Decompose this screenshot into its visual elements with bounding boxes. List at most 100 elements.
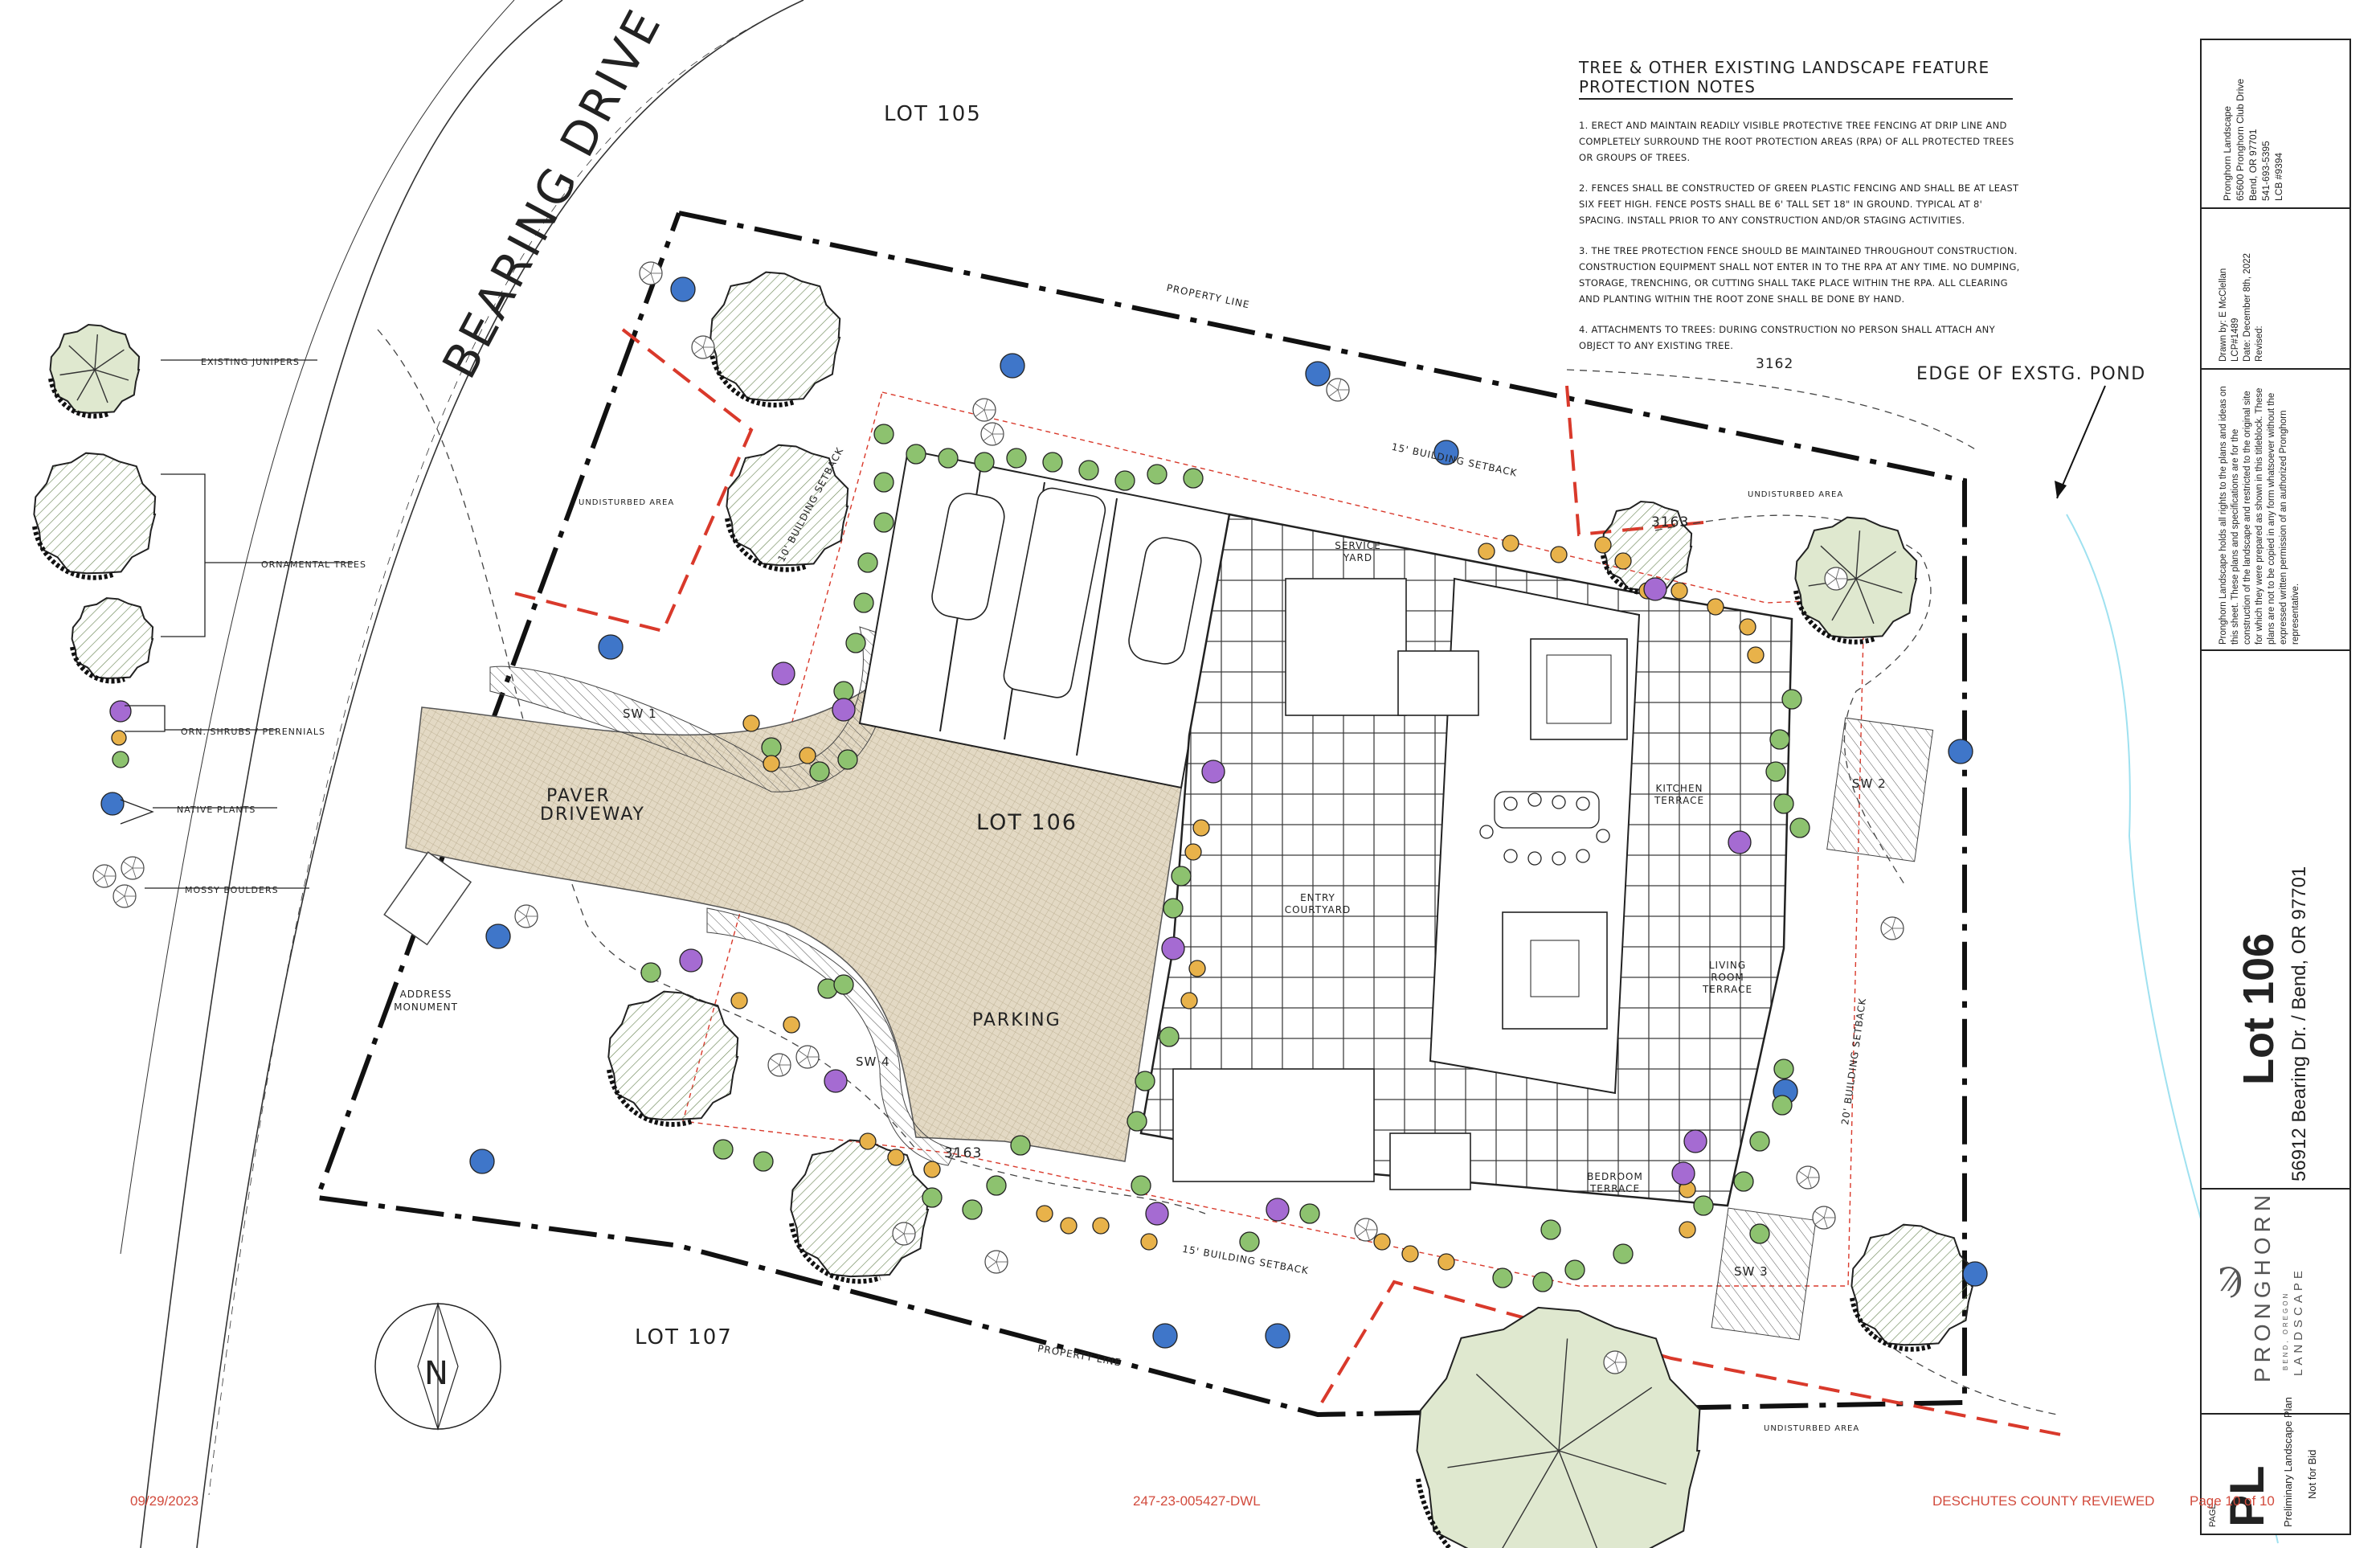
ornamental-shrub (1145, 1202, 1169, 1226)
mossy-boulder (691, 335, 715, 359)
tb-lcb: LCB #9394 (2273, 152, 2284, 201)
mossy-boulder (1880, 916, 1904, 940)
tb-date: Date: December 8th, 2022 (2243, 253, 2252, 362)
native-plant (1265, 1323, 1290, 1349)
mossy-boulder (92, 864, 117, 888)
shrub (845, 633, 866, 653)
perennial (1502, 534, 1519, 552)
kitchen-terrace-label-2: TERRACE (1654, 795, 1704, 806)
tb-logo-sub: BEND, OREGON (2282, 1291, 2289, 1370)
perennial (1192, 819, 1210, 837)
juniper-tree (48, 323, 141, 419)
mossy-boulder (514, 904, 538, 928)
mossy-boulder (984, 1250, 1008, 1274)
perennial (1550, 546, 1568, 563)
perennial (1401, 1245, 1419, 1263)
shrub (873, 424, 894, 444)
ornamental-tree (789, 1139, 930, 1284)
shrub (1171, 866, 1192, 887)
ornamental-shrub (1161, 936, 1185, 960)
swale-sw3 (1711, 1207, 1817, 1341)
mossy-boulder (972, 398, 996, 422)
shrub (1773, 793, 1794, 814)
shrub (1159, 1026, 1180, 1047)
contours (377, 329, 2058, 1415)
ornamental-shrub (1201, 760, 1225, 784)
ornamental-tree (725, 444, 849, 572)
north-arrow: N (374, 1302, 501, 1431)
perennial (1140, 1233, 1158, 1251)
shrub (809, 761, 830, 782)
note-4: 4. ATTACHMENTS TO TREES: DURING CONSTRUC… (1579, 324, 1995, 351)
notes-title-line1: TREE & OTHER EXISTING LANDSCAPE FEATURE (1579, 58, 1990, 77)
perennial (859, 1132, 877, 1150)
shrub (1239, 1231, 1260, 1252)
legend-green-swatch (112, 751, 129, 768)
tb-plan-name: Preliminary Landscape Plan (2282, 1397, 2294, 1527)
ornamental-shrub (1683, 1129, 1707, 1153)
paver-driveway-label-2: DRIVEWAY (540, 805, 645, 825)
vehicles (931, 487, 1202, 698)
native-plant (670, 276, 696, 302)
perennial (1437, 1253, 1455, 1271)
ornamental-shrub (832, 698, 856, 722)
living-terrace-label-3: TERRACE (1702, 984, 1752, 995)
shrub (986, 1175, 1007, 1196)
service-yard-label-2: YARD (1343, 552, 1372, 563)
shrub (1773, 1059, 1794, 1079)
juniper-tree (1793, 516, 1918, 645)
property-line-top-label: PROPERTY LINE (1165, 282, 1250, 311)
shrub (713, 1139, 734, 1160)
shrub (833, 974, 854, 995)
titleblock-company: Pronghorn Landscape 65600 Pronghorn Club… (2200, 39, 2351, 211)
tb-address2: Bend, OR 97701 (2247, 129, 2259, 201)
shrub (857, 552, 878, 573)
bedroom-terrace-label-2: TERRACE (1589, 1183, 1640, 1194)
tb-rights: Pronghorn Landscape holds all rights to … (2218, 386, 2300, 645)
address-monument-label-2: MONUMENT (394, 1001, 458, 1013)
tb-lcp: LCP#1489 (2231, 317, 2240, 362)
shrub (1749, 1131, 1770, 1152)
contour-3162-label: 3162 (1756, 356, 1793, 372)
perennial (1373, 1233, 1391, 1251)
note-2: 2. FENCES SHALL BE CONSTRUCTED OF GREEN … (1579, 182, 2019, 226)
paver-driveway-label-1: PAVER (546, 786, 611, 806)
note-1: 1. ERECT AND MAINTAIN READILY VISIBLE PR… (1579, 120, 2014, 163)
perennial (1614, 552, 1632, 570)
address-monument (383, 851, 472, 946)
titleblock-rights: Pronghorn Landscape holds all rights to … (2200, 368, 2351, 653)
bearing-drive-road (120, 0, 804, 1548)
lot-105-label: LOT 105 (884, 102, 982, 126)
perennial (923, 1161, 941, 1178)
legend-ornamental-trees: ORNAMENTAL TREES (261, 559, 366, 570)
property-line-bottom-label: PROPERTY LINE (1037, 1342, 1122, 1368)
mossy-boulder (112, 884, 137, 908)
pronghorn-logo-icon: Ϡ (2218, 1262, 2243, 1299)
native-plant (469, 1149, 495, 1174)
native-plant (1152, 1323, 1178, 1349)
tb-not-for-bid: Not for Bid (2306, 1449, 2318, 1499)
building-setback (682, 391, 1865, 1287)
contour-3163a-label: 3163 (1651, 514, 1689, 530)
shrub (906, 444, 926, 465)
titleblock-lot: Lot 106 56912 Bearing Dr. / Bend, OR 977… (2200, 649, 2351, 1191)
tb-site-address: 56912 Bearing Dr. / Bend, OR 97701 (2288, 866, 2310, 1181)
native-plant (598, 634, 624, 660)
living-terrace-label-1: LIVING (1709, 960, 1746, 971)
legend: EXISTING JUNIPERS ORNAMENTAL TREES ORN. … (120, 357, 366, 895)
shrub (837, 749, 858, 770)
sw2-label: SW 2 (1852, 776, 1887, 791)
bedroom-terrace-label-1: BEDROOM (1587, 1171, 1643, 1182)
perennial (730, 992, 748, 1009)
tb-logo-word: LANDSCAPE (2292, 1267, 2305, 1376)
native-plant (1000, 353, 1025, 379)
ornamental-tree (70, 597, 154, 684)
shrub (1781, 689, 1802, 710)
street-name: BEARING DRIVE (431, 0, 673, 387)
mossy-boulder (1354, 1218, 1378, 1242)
shrub (962, 1199, 983, 1220)
perennial (783, 1016, 800, 1034)
shrub (1127, 1111, 1147, 1132)
mossy-boulder (1824, 567, 1848, 591)
